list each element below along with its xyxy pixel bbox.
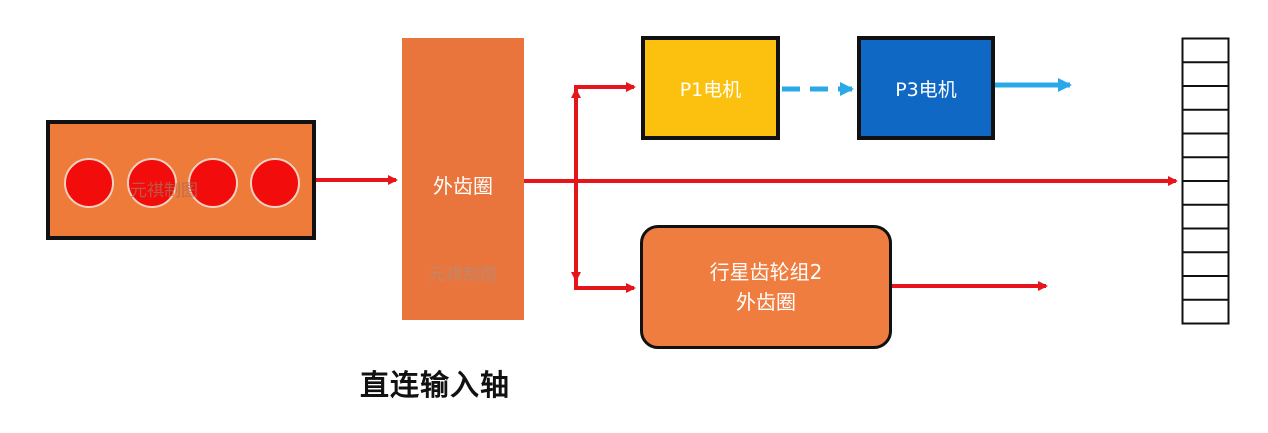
diagram-caption: 直连输入轴	[360, 368, 511, 402]
ring-gear-watermark: 元祺制图	[429, 265, 497, 285]
cylinder-3	[188, 158, 238, 208]
p1-motor-label: P1电机	[679, 78, 742, 101]
cylinder-4	[250, 158, 300, 208]
planetary-gear-block: 行星齿轮组2 外齿圈	[640, 225, 892, 349]
p3-motor-label: P3电机	[895, 78, 957, 101]
engine-watermark: 元祺制图	[130, 181, 198, 201]
arrow-to-p1	[574, 82, 636, 100]
arrow-to-planetary	[574, 272, 636, 293]
ring-gear-label: 外齿圈	[433, 174, 493, 198]
engine-block: 元祺制图	[46, 120, 316, 240]
p3-motor-block: P3电机	[857, 36, 995, 140]
cylinder-2	[127, 158, 177, 208]
ring-gear-block: 外齿圈 元祺制图	[402, 38, 524, 320]
planetary-label-line2: 外齿圈	[736, 290, 796, 314]
cylinder-1	[64, 158, 114, 208]
p1-motor-block: P1电机	[641, 36, 780, 140]
planetary-label-line1: 行星齿轮组2	[709, 260, 823, 284]
wheel-output-ladder	[1181, 37, 1230, 325]
